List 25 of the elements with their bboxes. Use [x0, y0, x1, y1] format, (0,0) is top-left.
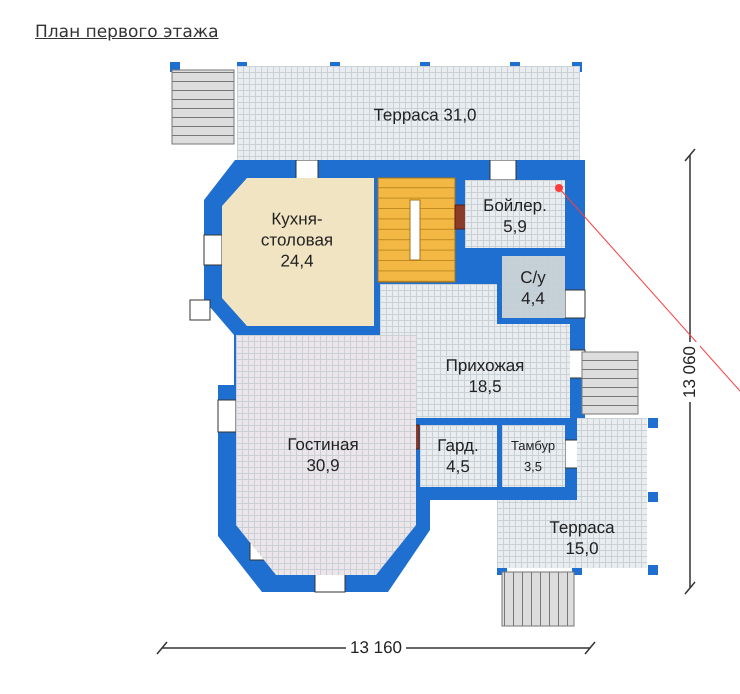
- room-name: Гостиная: [287, 434, 359, 455]
- room-name: Прихожая: [446, 355, 524, 376]
- room-area: 24,4: [242, 250, 352, 272]
- room-name: Бойлер.: [483, 195, 547, 216]
- room-name: Терраса: [549, 517, 615, 538]
- room-name: Терраса 31,0: [374, 104, 476, 126]
- dimension-label: 13 060: [680, 342, 700, 402]
- room: [222, 178, 374, 326]
- room-area: 4,4: [520, 288, 546, 309]
- room-area: 4,5: [437, 456, 479, 477]
- room: [502, 256, 565, 318]
- room-area: 30,9: [287, 455, 359, 476]
- room-name: Гард.: [437, 435, 479, 456]
- plan-title: План первого этажа: [35, 22, 218, 42]
- room-name: Кухня-столовая: [260, 208, 334, 250]
- room-area: 15,0: [549, 538, 615, 559]
- room-area: 5,9: [483, 216, 547, 237]
- room-area: 3,5: [510, 456, 556, 477]
- room-name: С/у: [520, 267, 546, 288]
- room: [465, 180, 565, 248]
- room: [237, 66, 580, 160]
- room: [420, 425, 497, 487]
- room-name: Тамбур: [510, 437, 556, 455]
- room: [236, 335, 416, 575]
- room-area: 18,5: [446, 376, 524, 397]
